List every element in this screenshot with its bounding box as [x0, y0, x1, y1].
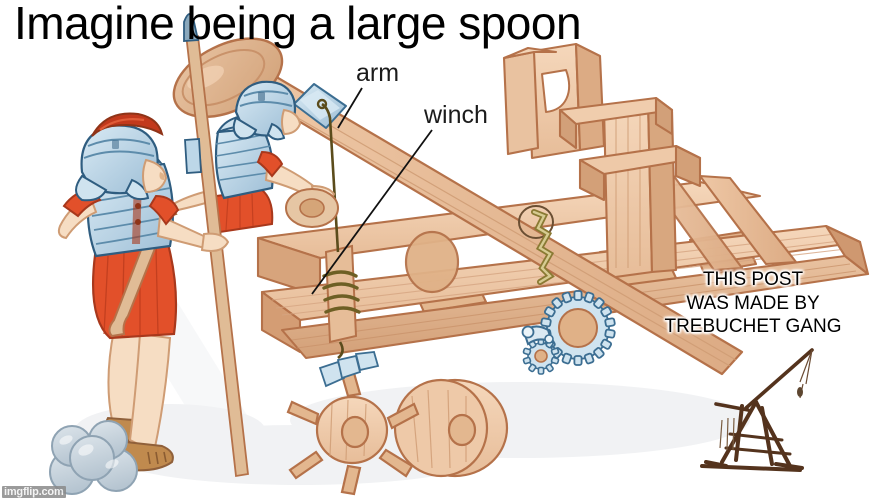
imgflip-watermark: imgflip.com	[2, 486, 66, 498]
meme-bottom-line-1: THIS POST	[702, 269, 804, 290]
wheels	[286, 230, 509, 496]
diagram-label-arm: arm	[356, 59, 400, 87]
winch-drum	[316, 98, 361, 360]
mini-trebuchet-photo	[700, 348, 814, 472]
label-leader-lines	[311, 87, 433, 295]
meme-top-text: Imagine being a large spoon	[14, 0, 582, 49]
spear	[183, 13, 249, 478]
meme-bottom-line-2: WAS MADE BY	[686, 292, 820, 314]
meme-bottom-line-3: TREBUCHET GANG	[664, 316, 842, 337]
rope-twist	[518, 205, 555, 285]
diagram-label-winch: winch	[424, 101, 488, 129]
gear-assembly	[521, 290, 616, 375]
meme-bottom-text: THIS POST WAS MADE BY TREBUCHET GANG	[636, 268, 870, 339]
roman-soldier-standing	[57, 112, 230, 472]
stone-pile	[49, 420, 138, 495]
capstan-ratchet	[318, 351, 380, 388]
